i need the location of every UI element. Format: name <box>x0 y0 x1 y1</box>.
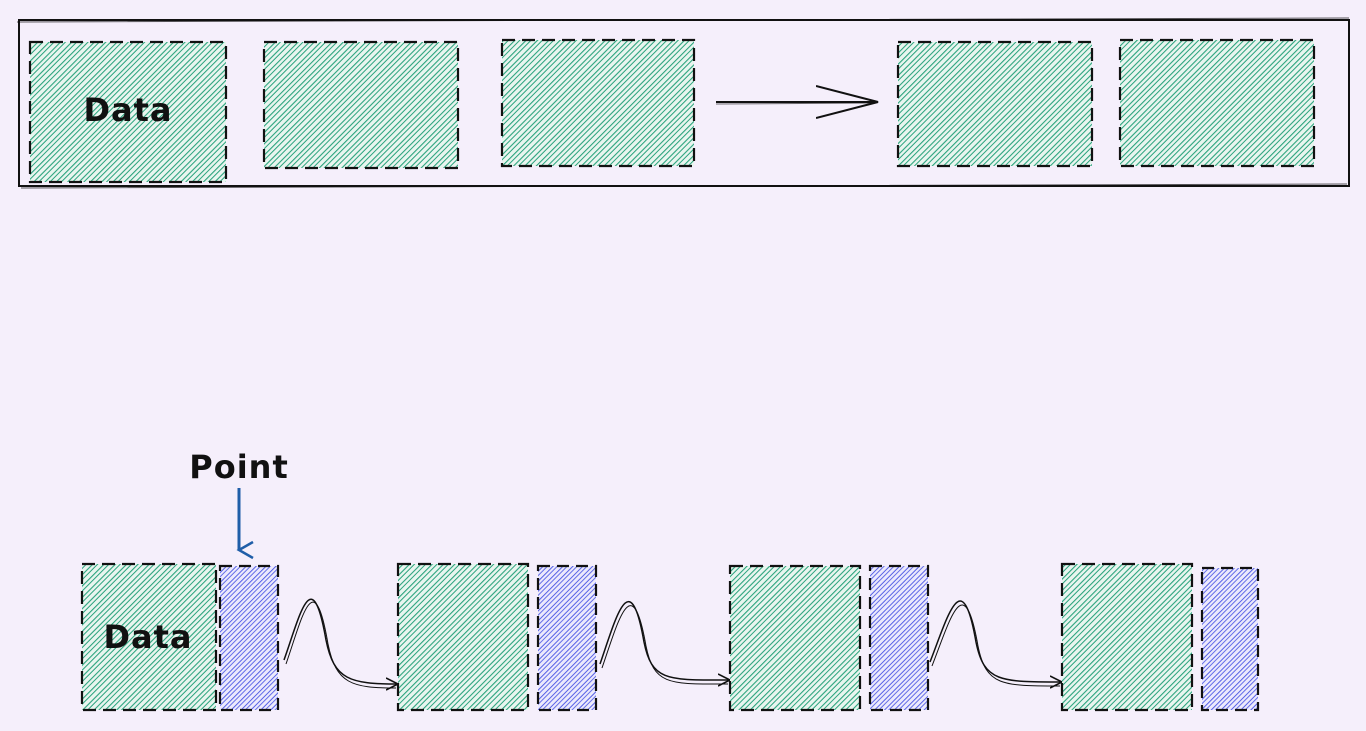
list-node-4 <box>1060 562 1260 712</box>
link-arrow-2 <box>599 600 730 684</box>
list-node-1 <box>80 562 280 712</box>
array-block-2 <box>262 40 460 170</box>
array-block-5 <box>1118 38 1316 168</box>
array-continuation-arrow <box>715 102 878 104</box>
list-data-label: Data <box>103 618 192 656</box>
array-data-label: Data <box>83 91 172 129</box>
array-block-3 <box>500 38 696 168</box>
link-arrow-3 <box>929 600 1062 686</box>
link-arrow-1 <box>283 598 398 688</box>
array-container <box>16 17 1350 189</box>
list-node-3 <box>728 564 930 712</box>
pointer-label: Point <box>189 448 288 486</box>
array-block-4 <box>896 40 1094 168</box>
array-block-1 <box>28 40 228 184</box>
list-node-2 <box>396 562 598 712</box>
